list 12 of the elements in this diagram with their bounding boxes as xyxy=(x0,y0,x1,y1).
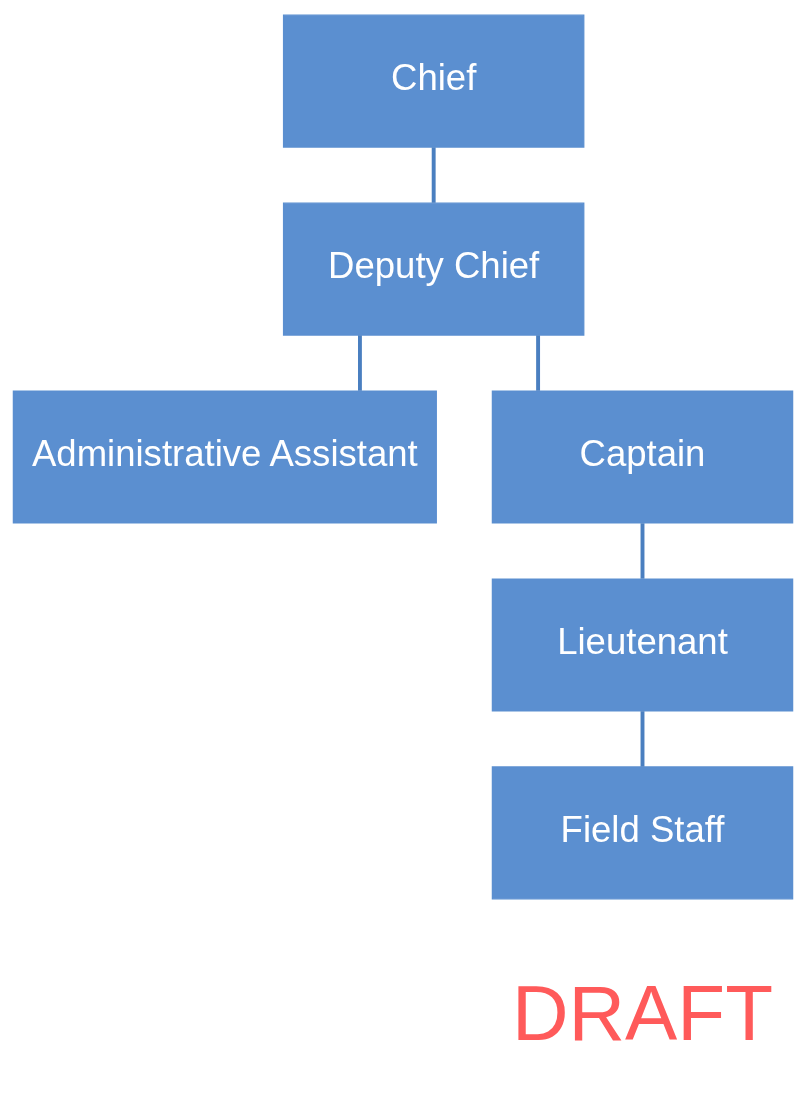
node-box: Chief xyxy=(282,14,585,148)
node-box: Deputy Chief xyxy=(282,202,585,336)
node-box: Field Staff xyxy=(491,766,794,900)
node-box: Lieutenant xyxy=(491,578,794,712)
node-box: Administrative Assistant xyxy=(12,390,437,524)
connector xyxy=(357,335,362,391)
connector xyxy=(640,711,645,767)
connector xyxy=(431,147,436,203)
node-box: Captain xyxy=(491,390,794,524)
connector xyxy=(536,335,541,391)
label: DRAFT xyxy=(512,969,773,1058)
connector xyxy=(640,523,645,579)
